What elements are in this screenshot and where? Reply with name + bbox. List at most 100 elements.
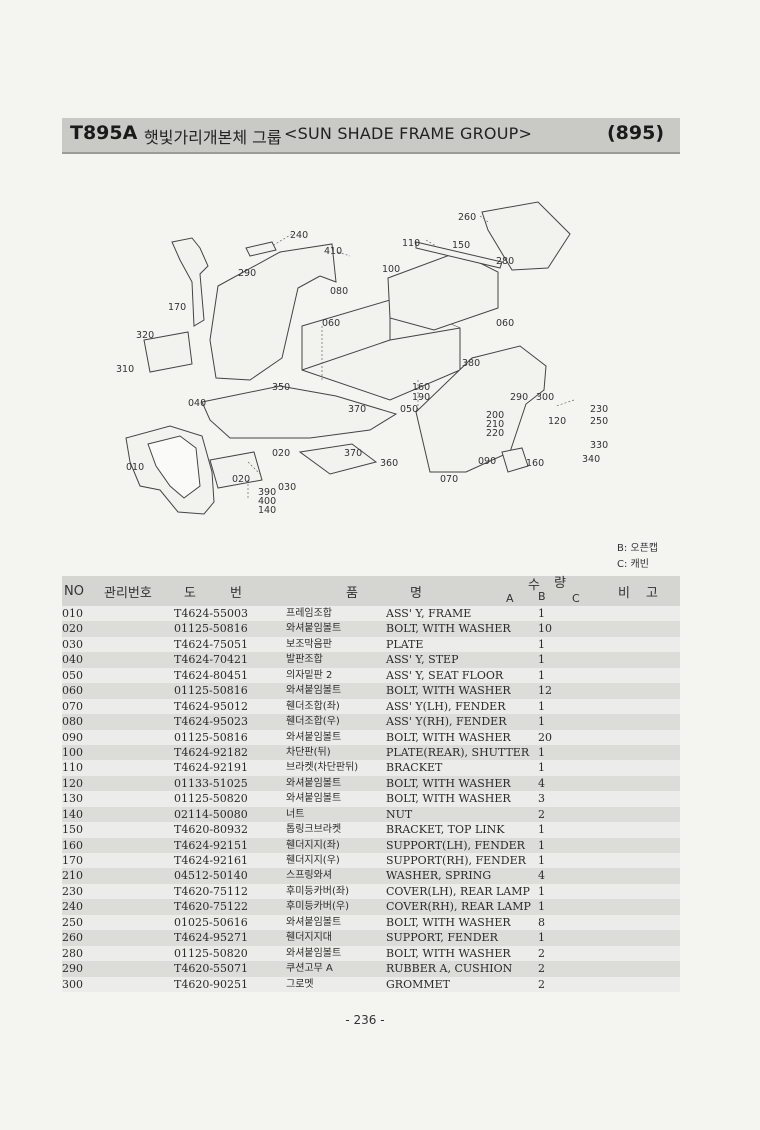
callout-020-bottom: 020	[232, 474, 250, 485]
row-korean-name: 후미등카버(우)	[286, 901, 350, 913]
row-part-number: T4620-75112	[174, 884, 249, 898]
row-no: 300	[62, 977, 83, 991]
row-english-name: PLATE(REAR), SHUTTER	[386, 745, 530, 759]
row-quantity: 1	[538, 823, 545, 837]
row-part-number: 01125-50820	[174, 792, 248, 806]
row-english-name: ASS' Y, FRAME	[386, 607, 472, 620]
row-no: 090	[62, 730, 83, 744]
row-part-number: T4624-92191	[174, 761, 249, 775]
row-korean-name: 휀더지지대	[286, 932, 332, 944]
row-part-number: 01125-50816	[174, 622, 248, 636]
row-quantity: 4	[538, 776, 545, 790]
row-korean-name: 와셔붙임볼트	[286, 777, 342, 789]
model-code: T895A	[70, 122, 138, 144]
callout-370-top: 370	[348, 404, 366, 415]
callout-050: 050	[400, 404, 418, 415]
row-quantity: 1	[538, 607, 545, 620]
row-no: 100	[62, 745, 83, 759]
row-korean-name: 휀더조합(좌)	[286, 700, 340, 712]
callout-060-right: 060	[496, 318, 514, 329]
row-no: 280	[62, 946, 83, 960]
row-english-name: BOLT, WITH WASHER	[386, 622, 511, 636]
row-part-number: 01025-50616	[174, 915, 248, 929]
callout-320: 320	[136, 330, 154, 341]
row-part-number: T4620-90251	[174, 977, 249, 991]
row-quantity: 3	[538, 792, 545, 806]
row-korean-name: 브라켓(차단판뒤)	[286, 762, 359, 774]
callout-060-left: 060	[322, 318, 340, 329]
header-qty-a: A	[506, 592, 514, 605]
row-korean-name: 발판조합	[286, 654, 323, 666]
row-korean-name: 그로멧	[286, 978, 314, 990]
row-quantity: 2	[538, 946, 545, 960]
callout-120: 120	[548, 416, 566, 427]
row-quantity: 10	[538, 622, 552, 636]
header-qty-b: B	[538, 590, 546, 603]
callout-230: 230	[590, 404, 608, 415]
callout-080: 080	[330, 286, 348, 297]
callout-160-right: 160	[526, 458, 544, 469]
parts-table-header: NO 관리번호 도 번 품 명 수 량 A B C 비 고	[62, 576, 680, 606]
row-part-number: T4624-95012	[174, 699, 249, 713]
callout-290-right: 290	[510, 392, 528, 403]
header-remark-bi: 비	[618, 586, 630, 601]
callout-260: 260	[458, 212, 476, 223]
row-part-number: T4624-55003	[174, 607, 249, 620]
diagram-svg: 260 240 410 110 150 280 290 100 080 170 …	[116, 201, 608, 516]
row-quantity: 2	[538, 807, 545, 821]
row-quantity: 2	[538, 962, 545, 976]
callout-370-bottom: 370	[344, 448, 362, 459]
row-korean-name: 휀더지지(좌)	[286, 839, 340, 851]
row-part-number: T4620-75122	[174, 900, 249, 914]
row-quantity: 1	[538, 715, 545, 729]
row-english-name: ASS' Y, SEAT FLOOR	[386, 668, 504, 682]
row-part-number: 01133-51025	[174, 776, 248, 790]
row-no: 290	[62, 962, 83, 976]
callout-410: 410	[324, 246, 342, 257]
row-no: 130	[62, 792, 83, 806]
row-part-number: T4620-55071	[174, 962, 249, 976]
callout-160: 160	[412, 382, 430, 393]
row-korean-name: 스프링와셔	[286, 870, 332, 882]
diagram-callouts: 260 240 410 110 150 280 290 100 080 170 …	[116, 212, 608, 516]
callout-400: 400	[258, 496, 276, 507]
header-qty-c: C	[572, 592, 580, 605]
row-english-name: SUPPORT, FENDER	[386, 931, 498, 945]
row-english-name: BOLT, WITH WASHER	[386, 730, 511, 744]
callout-390: 390	[258, 487, 276, 498]
row-korean-name: 프레임조합	[286, 608, 332, 619]
diagram-linework	[125, 201, 571, 515]
row-english-name: BOLT, WITH WASHER	[386, 792, 511, 806]
callout-290: 290	[238, 268, 256, 279]
row-english-name: WASHER, SPRING	[386, 869, 492, 883]
row-part-number: T4624-92161	[174, 854, 249, 867]
callout-340: 340	[582, 454, 600, 465]
row-no: 050	[62, 668, 83, 682]
row-no: 140	[62, 807, 83, 821]
title-bar: T895A 햇빛가리개본체 그룹 <SUN SHADE FRAME GROUP>…	[62, 118, 680, 154]
header-qty-ryang: 량	[554, 576, 566, 591]
row-english-name: BOLT, WITH WASHER	[386, 946, 511, 960]
row-quantity: 1	[538, 745, 545, 759]
row-english-name: ASS' Y(LH), FENDER	[386, 699, 506, 713]
callout-040: 040	[188, 398, 206, 409]
row-korean-name: 와셔붙임볼트	[286, 793, 342, 805]
row-korean-name: 휀더조합(우)	[286, 716, 340, 728]
callout-070: 070	[440, 474, 458, 485]
row-quantity: 1	[538, 884, 545, 898]
callout-110: 110	[402, 238, 420, 249]
row-korean-name: 와셔붙임볼트	[286, 731, 342, 743]
row-quantity: 1	[538, 699, 545, 713]
group-title-english: <SUN SHADE FRAME GROUP>	[284, 124, 533, 143]
row-english-name: BOLT, WITH WASHER	[386, 684, 511, 698]
callout-380: 380	[462, 358, 480, 369]
